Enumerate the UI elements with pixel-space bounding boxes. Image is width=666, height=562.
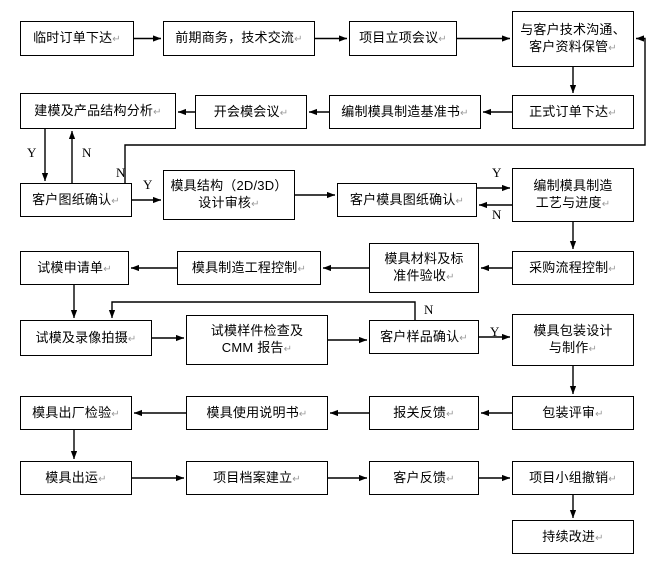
process-box-label: 模具出厂检验↵	[32, 404, 120, 420]
process-box-label: 采购流程控制↵	[529, 259, 617, 275]
branch-label-n-b2: N	[82, 145, 92, 160]
process-box-label: 客户模具图纸确认↵	[349, 191, 465, 207]
process-box-n21[interactable]: 包装评审↵	[512, 396, 634, 430]
process-box-label: 报关反馈↵	[393, 404, 455, 420]
process-box-label: 包装评审↵	[542, 404, 604, 420]
branch-label-y-b8: Y	[490, 324, 500, 339]
process-box-n13[interactable]: 采购流程控制↵	[512, 251, 634, 285]
process-box-label: 持续改进↵	[542, 528, 604, 544]
paragraph-mark-icon: ↵	[438, 34, 447, 46]
paragraph-mark-icon: ↵	[608, 473, 617, 485]
paragraph-mark-icon: ↵	[588, 343, 598, 355]
process-box-n20[interactable]: 模具包装设计 与制作↵	[512, 314, 634, 366]
process-box-n24[interactable]: 模具出厂检验↵	[20, 396, 132, 430]
process-box-label: 试模申请单↵	[37, 259, 112, 275]
process-box-label: 编制模具制造 工艺与进度↵	[533, 178, 613, 210]
paragraph-mark-icon: ↵	[283, 343, 293, 355]
process-box-label: 正式订单下达↵	[529, 103, 617, 119]
process-box-label: 临时订单下达↵	[33, 30, 121, 46]
process-box-n03[interactable]: 项目立项会议↵	[349, 21, 457, 56]
process-box-n01[interactable]: 临时订单下达↵	[20, 21, 134, 56]
process-box-n15[interactable]: 模具制造工程控制↵	[177, 251, 321, 285]
process-box-label: 编制模具制造基准书↵	[341, 103, 469, 119]
paragraph-mark-icon: ↵	[601, 198, 611, 210]
branch-label-y-b5: Y	[492, 165, 502, 180]
process-box-label: 模具使用说明书↵	[206, 404, 308, 420]
process-box-n28[interactable]: 项目小组撤销↵	[512, 461, 634, 495]
paragraph-mark-icon: ↵	[608, 42, 617, 54]
branch-label-n-b6: N	[492, 207, 502, 222]
process-box-label: 客户反馈↵	[393, 469, 455, 485]
process-box-n04[interactable]: 与客户技术沟通、 客户资料保管↵	[512, 11, 634, 67]
process-box-n26[interactable]: 项目档案建立↵	[186, 461, 328, 495]
paragraph-mark-icon: ↵	[460, 107, 469, 119]
process-box-label: 模具结构（2D/3D） 设计审核↵	[170, 178, 288, 210]
process-box-n12[interactable]: 编制模具制造 工艺与进度↵	[512, 168, 634, 222]
process-box-n07[interactable]: 开会模会议↵	[195, 95, 307, 129]
edge-n19-n17-no	[108, 301, 416, 320]
process-box-n02[interactable]: 前期商务，技术交流↵	[163, 21, 315, 56]
process-box-n25[interactable]: 模具出运↵	[20, 461, 132, 495]
process-box-label: 模具制造工程控制↵	[191, 259, 307, 275]
process-box-label: 模具出运↵	[45, 469, 107, 485]
process-box-label: 项目档案建立↵	[213, 469, 301, 485]
paragraph-mark-icon: ↵	[455, 195, 465, 207]
paragraph-mark-icon: ↵	[459, 332, 468, 344]
process-box-n27[interactable]: 客户反馈↵	[369, 461, 479, 495]
process-box-n23[interactable]: 模具使用说明书↵	[186, 396, 328, 430]
process-box-label: 模具包装设计 与制作↵	[533, 323, 613, 355]
paragraph-mark-icon: ↵	[608, 107, 617, 119]
edge-n09-n04-no	[124, 35, 646, 183]
process-box-n22[interactable]: 报关反馈↵	[369, 396, 479, 430]
paragraph-mark-icon: ↵	[298, 408, 308, 420]
process-box-n29[interactable]: 持续改进↵	[512, 520, 634, 554]
process-box-label: 客户样品确认↵	[380, 328, 468, 344]
process-box-label: 试模及录像拍摄↵	[35, 329, 137, 345]
paragraph-mark-icon: ↵	[111, 408, 120, 420]
paragraph-mark-icon: ↵	[112, 34, 121, 46]
process-box-label: 建模及产品结构分析↵	[34, 102, 162, 118]
process-box-n17[interactable]: 试模及录像拍摄↵	[20, 320, 152, 356]
paragraph-mark-icon: ↵	[446, 271, 455, 283]
paragraph-mark-icon: ↵	[127, 333, 137, 345]
paragraph-mark-icon: ↵	[111, 195, 120, 207]
paragraph-mark-icon: ↵	[595, 408, 604, 420]
branch-label-n-b3: N	[116, 165, 126, 180]
process-box-n05[interactable]: 正式订单下达↵	[512, 95, 634, 129]
process-box-label: 项目立项会议↵	[359, 30, 447, 46]
branch-label-y-b1: Y	[27, 145, 37, 160]
paragraph-mark-icon: ↵	[297, 263, 307, 275]
process-box-n19[interactable]: 客户样品确认↵	[369, 320, 479, 354]
connector-group	[41, 35, 646, 519]
paragraph-mark-icon: ↵	[98, 473, 107, 485]
paragraph-mark-icon: ↵	[446, 408, 455, 420]
paragraph-mark-icon: ↵	[153, 106, 162, 118]
process-box-label: 开会模会议↵	[213, 103, 289, 119]
process-box-label: 与客户技术沟通、 客户资料保管↵	[520, 22, 626, 54]
paragraph-mark-icon: ↵	[446, 473, 455, 485]
paragraph-mark-icon: ↵	[294, 34, 303, 46]
branch-label-n-b7: N	[424, 302, 434, 317]
process-box-n08[interactable]: 建模及产品结构分析↵	[20, 93, 176, 129]
paragraph-mark-icon: ↵	[292, 473, 301, 485]
paragraph-mark-icon: ↵	[103, 263, 112, 275]
paragraph-mark-icon: ↵	[608, 263, 617, 275]
process-box-label: 前期商务，技术交流↵	[175, 30, 303, 46]
process-box-n09[interactable]: 客户图纸确认↵	[20, 183, 132, 217]
process-box-n10[interactable]: 模具结构（2D/3D） 设计审核↵	[163, 170, 295, 220]
paragraph-mark-icon: ↵	[251, 198, 260, 210]
process-box-n14[interactable]: 模具材料及标 准件验收↵	[369, 243, 479, 293]
paragraph-mark-icon: ↵	[595, 532, 604, 544]
process-box-label: 客户图纸确认↵	[32, 191, 120, 207]
process-box-label: 模具材料及标 准件验收↵	[384, 251, 464, 283]
process-box-label: 项目小组撤销↵	[529, 469, 617, 485]
branch-label-y-b4: Y	[143, 177, 153, 192]
process-box-label: 试模样件检查及 CMM 报告↵	[210, 323, 304, 355]
process-box-n16[interactable]: 试模申请单↵	[20, 251, 129, 285]
process-box-n06[interactable]: 编制模具制造基准书↵	[329, 95, 481, 129]
process-box-n18[interactable]: 试模样件检查及 CMM 报告↵	[186, 315, 328, 365]
paragraph-mark-icon: ↵	[279, 107, 289, 119]
process-box-n11[interactable]: 客户模具图纸确认↵	[337, 183, 477, 217]
